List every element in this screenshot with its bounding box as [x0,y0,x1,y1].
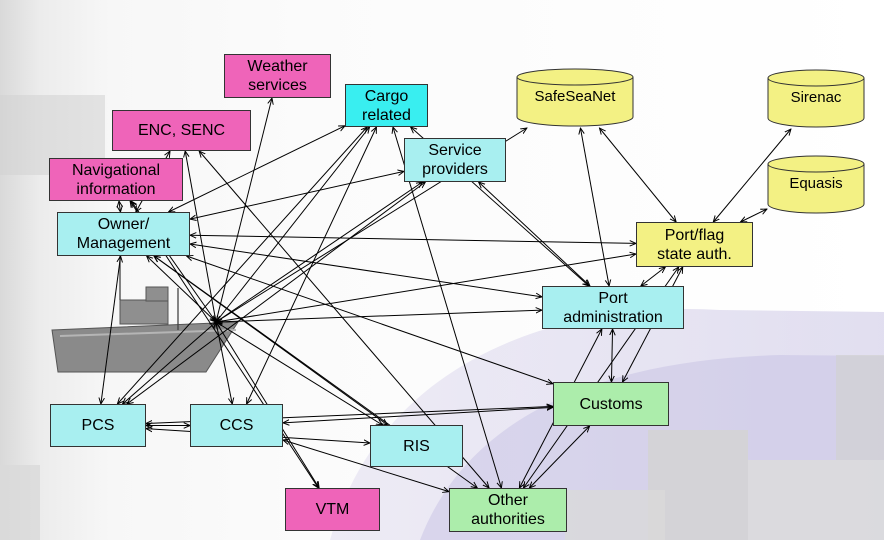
connector-portflag-portadmin [641,267,666,286]
vtm-node: VTM [285,488,380,531]
other-authorities-node: Other authorities [449,488,567,532]
connector-ship-portadmin [216,310,542,322]
pcs-node: PCS [50,404,146,447]
ris-node: RIS [370,425,463,467]
weather-services-node: Weather services [224,54,331,98]
sirenac-label: Sirenac [790,89,842,106]
owner-management-node: Owner/ Management [57,212,190,256]
connector-ship-service [216,182,423,322]
connector-safeseanet-portflag [599,128,676,222]
connector-owner-portflag [190,235,636,243]
ccs-node: CCS [190,404,283,447]
safeseanet-label: SafeSeaNet [534,88,616,105]
customs-node: Customs [553,382,669,426]
database-cylinder-icon [767,155,865,214]
connector-owner-service [190,171,404,219]
cargo-related-node: Cargo related [345,84,428,127]
navigational-information-node: Navigational information [49,158,183,201]
connector-cargo-ccs [247,127,377,404]
database-cylinder-icon [516,68,634,127]
enc-senc-node: ENC, SENC [112,110,251,151]
connector-ship-pcs [123,322,216,404]
connector-owner-nav [119,201,121,212]
port-administration-node: Port administration [542,286,684,329]
service-providers-node: Service providers [404,138,506,182]
safeseanet-database: SafeSeaNet [516,68,634,128]
connector-customs-other [529,426,589,488]
connector-equasis-portflag [740,209,767,222]
equasis-database: Equasis [767,155,865,215]
connector-sirenac-portflag [713,129,791,222]
database-cylinder-icon [767,69,865,128]
connector-safeseanet-portadmin [580,128,609,286]
port-flag-state-authority-node: Port/flag state auth. [636,222,753,267]
connector-owner-portadmin [190,244,542,297]
connector-customs-ccs [283,407,553,423]
connector-portadmin-customs [611,329,612,382]
sirenac-database: Sirenac [767,69,865,129]
connector-owner-pcs [101,256,121,404]
equasis-label: Equasis [789,175,843,192]
